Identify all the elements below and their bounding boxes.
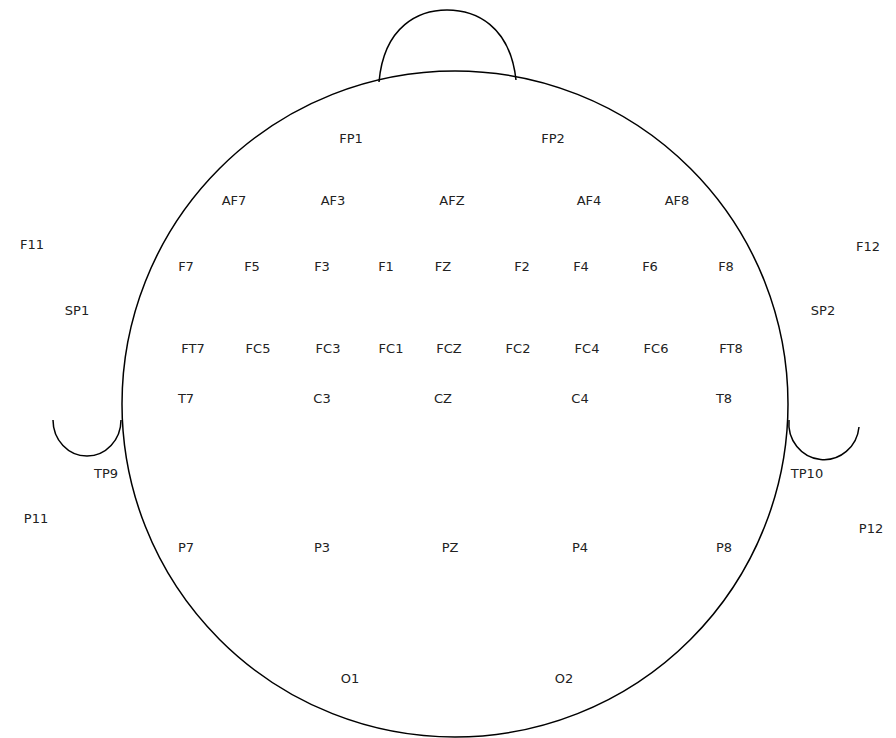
right-ear: [789, 420, 859, 460]
electrode-label: AFZ: [438, 193, 465, 208]
electrode-label: F2: [513, 259, 531, 274]
electrode-label: FP1: [338, 131, 364, 146]
electrode-label: FC6: [643, 341, 670, 356]
electrode-label: FC4: [574, 341, 601, 356]
electrode-label: P7: [177, 540, 195, 555]
electrode-label: F4: [572, 259, 590, 274]
electrode-label: T8: [715, 391, 733, 406]
electrode-label: F8: [717, 259, 735, 274]
electrode-label: TP9: [93, 466, 119, 481]
electrode-label: F6: [641, 259, 659, 274]
electrode-label: PZ: [441, 540, 460, 555]
electrode-label: SP2: [810, 303, 836, 318]
electrode-label: FT8: [718, 341, 743, 356]
electrode-label: F3: [313, 259, 331, 274]
electrode-label: AF7: [221, 193, 248, 208]
electrode-label: FC5: [245, 341, 272, 356]
left-ear: [53, 420, 121, 456]
electrode-label: FZ: [434, 259, 452, 274]
head-circle: [122, 71, 788, 737]
electrode-label: FP2: [540, 131, 566, 146]
electrode-label: C4: [570, 391, 589, 406]
electrode-label: F5: [243, 259, 261, 274]
electrode-label: O2: [554, 671, 575, 686]
electrode-label: FT7: [180, 341, 205, 356]
electrode-label: P4: [571, 540, 589, 555]
electrode-label: AF4: [576, 193, 603, 208]
electrode-label: CZ: [433, 391, 453, 406]
electrode-label: TP10: [790, 466, 824, 481]
electrode-label: F1: [377, 259, 395, 274]
electrode-label: AF3: [320, 193, 347, 208]
electrode-label: C3: [312, 391, 331, 406]
electrode-label: O1: [340, 671, 361, 686]
electrode-label: P3: [313, 540, 331, 555]
electrode-label: SP1: [64, 303, 90, 318]
electrode-label: FC1: [378, 341, 405, 356]
electrode-label: F12: [855, 239, 881, 254]
electrode-label: FCZ: [435, 341, 462, 356]
nose: [379, 10, 516, 82]
electrode-label: P12: [858, 521, 884, 536]
electrode-label: AF8: [664, 193, 691, 208]
electrode-label: F7: [177, 259, 195, 274]
electrode-label: P11: [23, 511, 49, 526]
electrode-label: FC3: [315, 341, 342, 356]
electrode-label: P8: [715, 540, 733, 555]
electrode-label: T7: [177, 391, 195, 406]
electrode-label: F11: [19, 237, 45, 252]
electrode-label: FC2: [505, 341, 532, 356]
